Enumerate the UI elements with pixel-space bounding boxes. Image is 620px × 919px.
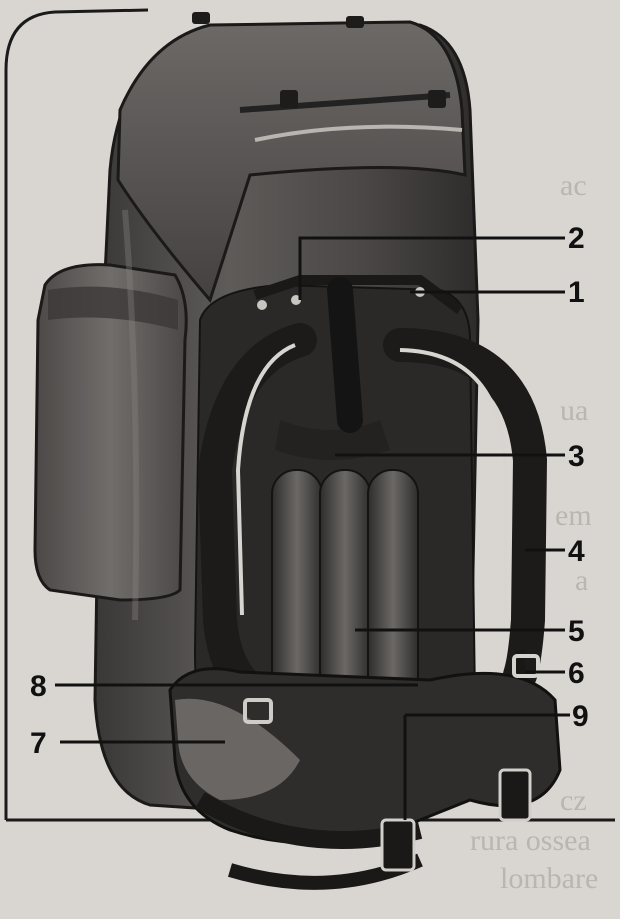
svg-text:rura ossea: rura ossea	[470, 824, 591, 857]
svg-text:cz: cz	[560, 784, 587, 817]
frame-rivet-left	[257, 300, 267, 310]
callout-8: 8	[30, 670, 47, 703]
svg-text:lombare: lombare	[500, 862, 598, 895]
hip-buckle-right	[500, 770, 530, 820]
callout-3: 3	[568, 440, 585, 473]
svg-text:ua: ua	[560, 394, 588, 427]
top-clip-left	[192, 12, 210, 24]
callout-6: 6	[568, 657, 585, 690]
callout-5: 5	[568, 615, 585, 648]
callout-9: 9	[572, 700, 589, 733]
callout-1: 1	[568, 276, 585, 309]
lid-buckle-right	[428, 90, 446, 108]
callout-7: 7	[30, 727, 47, 760]
svg-text:ac: ac	[560, 169, 587, 202]
yoke-center-strap	[340, 290, 350, 420]
lid-buckle-left	[280, 90, 298, 108]
svg-text:a: a	[575, 564, 588, 597]
hip-buckle-center	[382, 820, 414, 870]
callout-2: 2	[568, 222, 585, 255]
svg-text:em: em	[555, 499, 592, 532]
callout-4: 4	[568, 535, 585, 568]
top-clip-right	[346, 16, 364, 28]
